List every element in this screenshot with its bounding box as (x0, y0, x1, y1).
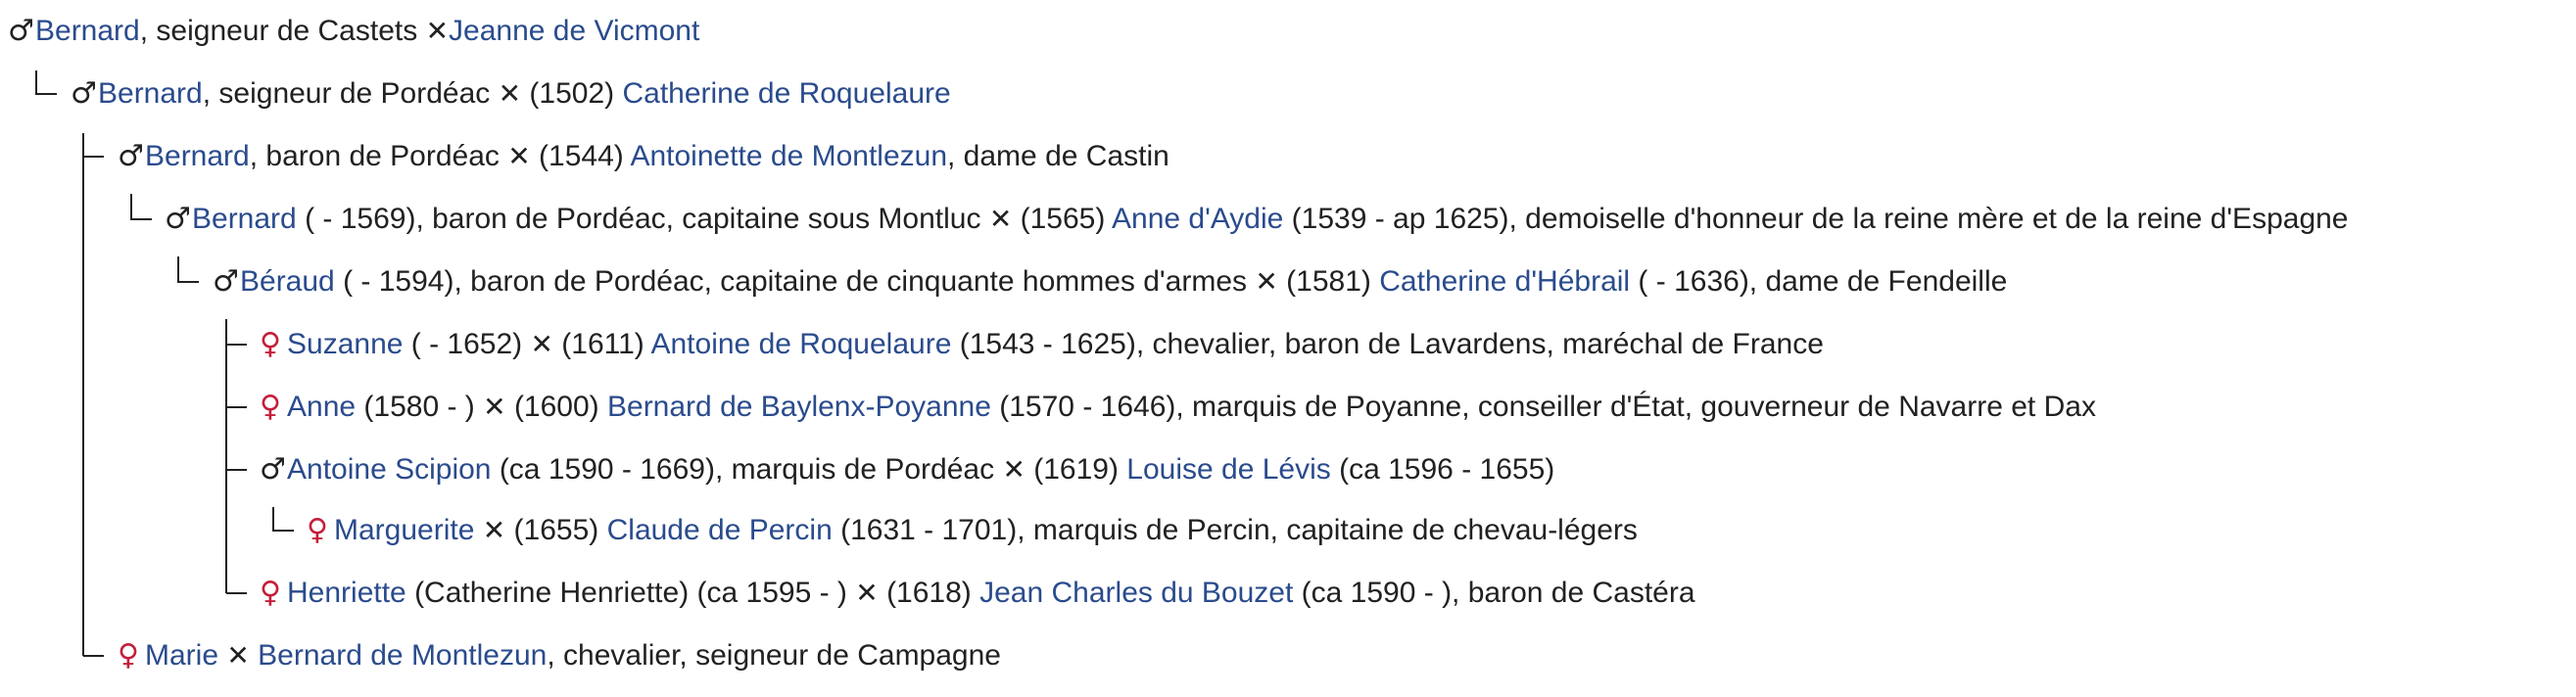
spouse-link[interactable]: Louise de Lévis (1126, 453, 1331, 486)
person-details: ( - 1569), baron de Pordéac, capitaine s… (296, 203, 989, 235)
person-link[interactable]: Bernard (192, 203, 297, 235)
person-details: ( - 1594), baron de Pordéac, capitaine d… (334, 265, 1256, 298)
marriage-details: (1581) (1277, 265, 1380, 298)
female-icon: ♀ (260, 390, 281, 424)
male-icon: ♂ (260, 452, 286, 487)
marriage-icon: ✕ (988, 203, 1013, 235)
spouse-details: ( - 1636), dame de Fendeille (1630, 265, 2008, 298)
marriage-icon: ✕ (482, 514, 506, 546)
genealogy-row: ♂Bernard, seigneur de Castets ✕Jeanne de… (8, 12, 699, 51)
male-icon: ♂ (71, 76, 97, 111)
spouse-details: (ca 1596 - 1655) (1330, 453, 1555, 486)
genealogy-row: ♂Béraud ( - 1594), baron de Pordéac, cap… (213, 262, 2007, 302)
marriage-icon: ✕ (425, 15, 450, 47)
genealogy-row: ♀Henriette (Catherine Henriette) (ca 159… (260, 574, 1695, 613)
person-link[interactable]: Marie (145, 639, 219, 672)
male-icon: ♂ (8, 14, 34, 48)
spouse-link[interactable]: Anne d'Aydie (1112, 203, 1284, 235)
tree-line (130, 194, 152, 220)
spouse-link[interactable]: Antoine de Roquelaure (650, 328, 952, 360)
person-link[interactable]: Bernard (145, 140, 250, 172)
genealogy-row: ♀Marie ✕ Bernard de Montlezun, chevalier… (118, 636, 1001, 675)
genealogy-row: ♀Suzanne ( - 1652) ✕ (1611) Antoine de R… (260, 325, 1824, 364)
person-link[interactable]: Béraud (240, 265, 335, 298)
person-link[interactable]: Marguerite (334, 514, 475, 546)
person-details (474, 514, 482, 546)
marriage-icon: ✕ (498, 77, 522, 110)
marriage-details (250, 639, 258, 672)
tree-line (35, 70, 57, 95)
genealogy-row: ♂Antoine Scipion (ca 1590 - 1669), marqu… (260, 450, 1554, 489)
marriage-icon: ✕ (1255, 265, 1278, 298)
marriage-icon: ✕ (1002, 453, 1026, 486)
marriage-details: (1611) (552, 328, 651, 360)
person-link[interactable]: Bernard (35, 15, 140, 47)
person-details: , seigneur de Castets (139, 15, 426, 47)
spouse-link[interactable]: Jeanne de Vicmont (449, 15, 700, 47)
person-link[interactable]: Henriette (287, 577, 406, 609)
marriage-icon: ✕ (855, 577, 879, 609)
spouse-link[interactable]: Antoinette de Montlezun (630, 140, 948, 172)
genealogy-row: ♂Bernard ( - 1569), baron de Pordéac, ca… (165, 200, 2349, 239)
male-icon: ♂ (213, 264, 239, 299)
spouse-details: (1539 - ap 1625), demoiselle d'honneur d… (1283, 203, 2349, 235)
spouse-link[interactable]: Jean Charles du Bouzet (979, 577, 1294, 609)
female-icon: ♀ (260, 576, 281, 610)
marriage-details: (1544) (530, 140, 631, 172)
person-details: (ca 1590 - 1669), marquis de Pordéac (491, 453, 1003, 486)
marriage-details: (1618) (878, 577, 980, 609)
spouse-details: (ca 1590 - ), baron de Castéra (1293, 577, 1695, 609)
person-details: (Catherine Henriette) (ca 1595 - ) (405, 577, 856, 609)
person-details: , seigneur de Pordéac (202, 77, 499, 110)
person-details: (1580 - ) (356, 391, 484, 423)
spouse-link[interactable]: Catherine de Roquelaure (622, 77, 951, 110)
marriage-details: (1600) (505, 391, 607, 423)
marriage-details: (1619) (1025, 453, 1127, 486)
female-icon: ♀ (118, 638, 139, 673)
genealogy-row: ♂Bernard, seigneur de Pordéac ✕ (1502) C… (71, 74, 951, 114)
spouse-details: (1543 - 1625), chevalier, baron de Lavar… (951, 328, 1824, 360)
spouse-details: , dame de Castin (947, 140, 1169, 172)
tree-line (272, 507, 294, 532)
marriage-details: (1655) (505, 514, 607, 546)
spouse-details: (1631 - 1701), marquis de Percin, capita… (832, 514, 1638, 546)
person-link[interactable]: Bernard (98, 77, 203, 110)
person-details: ( - 1652) (403, 328, 531, 360)
male-icon: ♂ (165, 202, 191, 236)
person-link[interactable]: Anne (287, 391, 357, 423)
male-icon: ♂ (118, 139, 144, 173)
spouse-details: , chevalier, seigneur de Campagne (547, 639, 1001, 672)
marriage-icon: ✕ (483, 391, 506, 423)
person-details: , baron de Pordéac (249, 140, 508, 172)
marriage-icon: ✕ (507, 140, 531, 172)
marriage-icon: ✕ (530, 328, 553, 360)
genealogy-row: ♀Marguerite ✕ (1655) Claude de Percin (1… (307, 511, 1638, 550)
genealogy-row: ♂Bernard, baron de Pordéac ✕ (1544) Anto… (118, 137, 1169, 176)
person-link[interactable]: Antoine Scipion (287, 453, 492, 486)
genealogy-row: ♀Anne (1580 - ) ✕ (1600) Bernard de Bayl… (260, 388, 2096, 427)
tree-line (177, 256, 199, 283)
spouse-link[interactable]: Claude de Percin (606, 514, 833, 546)
spouse-link[interactable]: Bernard de Baylenx-Poyanne (607, 391, 991, 423)
female-icon: ♀ (307, 513, 328, 547)
spouse-link[interactable]: Bernard de Montlezun (258, 639, 548, 672)
spouse-link[interactable]: Catherine d'Hébrail (1379, 265, 1631, 298)
spouse-details: (1570 - 1646), marquis de Poyanne, conse… (990, 391, 2096, 423)
female-icon: ♀ (260, 327, 281, 361)
marriage-details: (1502) (521, 77, 623, 110)
marriage-details: (1565) (1012, 203, 1113, 235)
marriage-icon: ✕ (226, 639, 250, 672)
person-link[interactable]: Suzanne (287, 328, 404, 360)
